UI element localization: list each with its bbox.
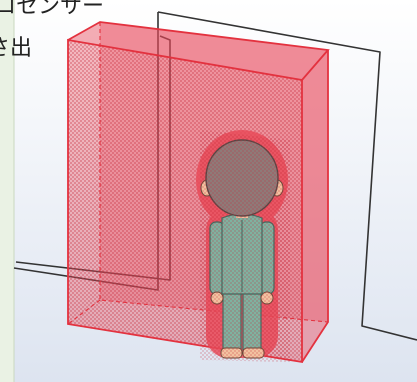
left-panel <box>0 0 14 382</box>
caption-line-1: ロセンサー <box>0 0 105 19</box>
detection-zone-overlay <box>200 130 290 362</box>
caption-line-2: さ出 <box>0 36 33 61</box>
